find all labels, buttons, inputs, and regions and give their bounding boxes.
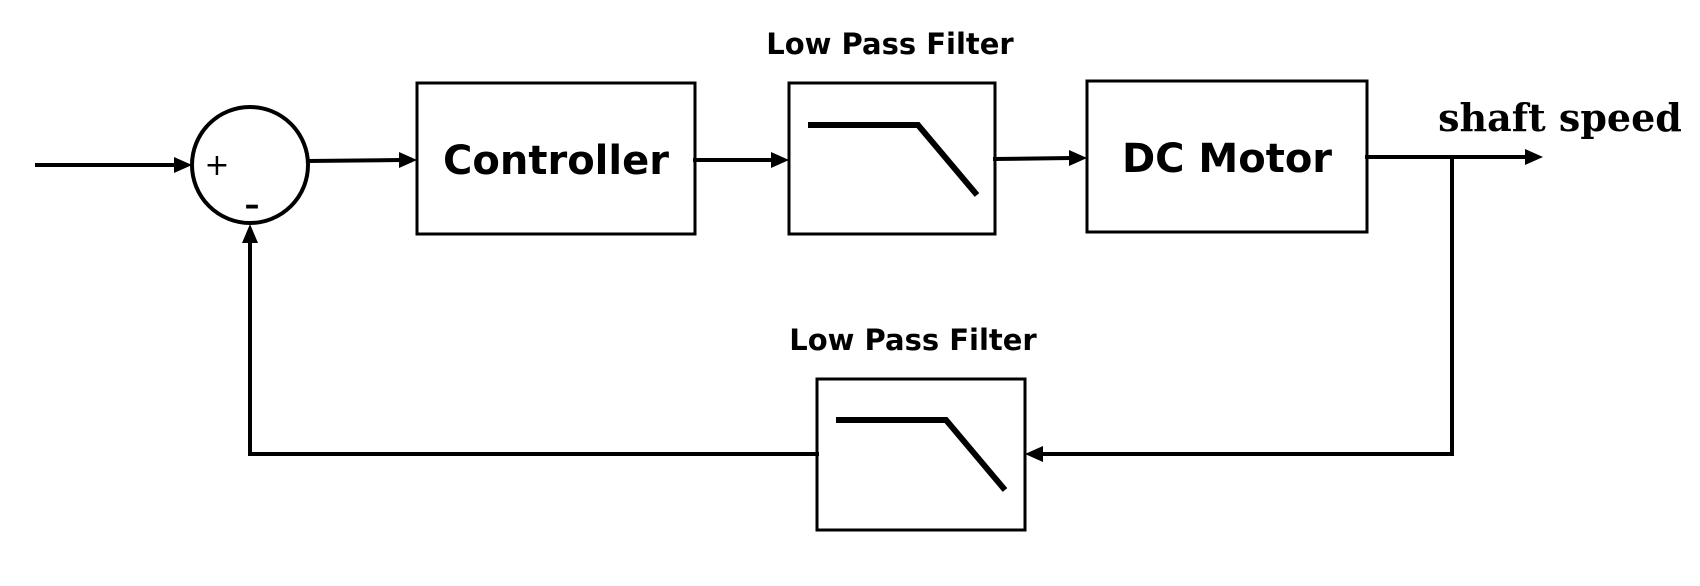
output-arrowhead xyxy=(1525,149,1543,165)
low-pass-response-icon xyxy=(808,122,980,197)
plus-sign: + xyxy=(204,148,229,183)
forward-filter-label: Low Pass Filter xyxy=(766,27,1014,61)
low-pass-response-icon xyxy=(836,417,1008,492)
motor-input-arrowhead xyxy=(1069,150,1087,166)
filter-input-arrowhead xyxy=(771,152,789,168)
feedback-low-pass-filter-block xyxy=(815,377,1027,532)
controller-block xyxy=(415,81,697,236)
forward-low-pass-filter-block xyxy=(787,81,997,236)
minus-sign: – xyxy=(245,188,260,223)
filtered-signal-line xyxy=(992,155,1073,162)
feedback-filter-arrowhead xyxy=(1025,446,1043,462)
junction-feedback-arrowhead xyxy=(242,224,258,243)
controller-input-arrowhead xyxy=(399,152,417,168)
input-arrowhead xyxy=(174,157,192,173)
feedback-filter-label: Low Pass Filter xyxy=(789,323,1037,357)
error-signal-line xyxy=(305,157,403,164)
controller-label: Controller xyxy=(443,138,669,184)
output-signal-label: shaft speed xyxy=(1438,95,1682,140)
dc-motor-label: DC Motor xyxy=(1122,136,1332,182)
summing-junction xyxy=(190,105,310,225)
